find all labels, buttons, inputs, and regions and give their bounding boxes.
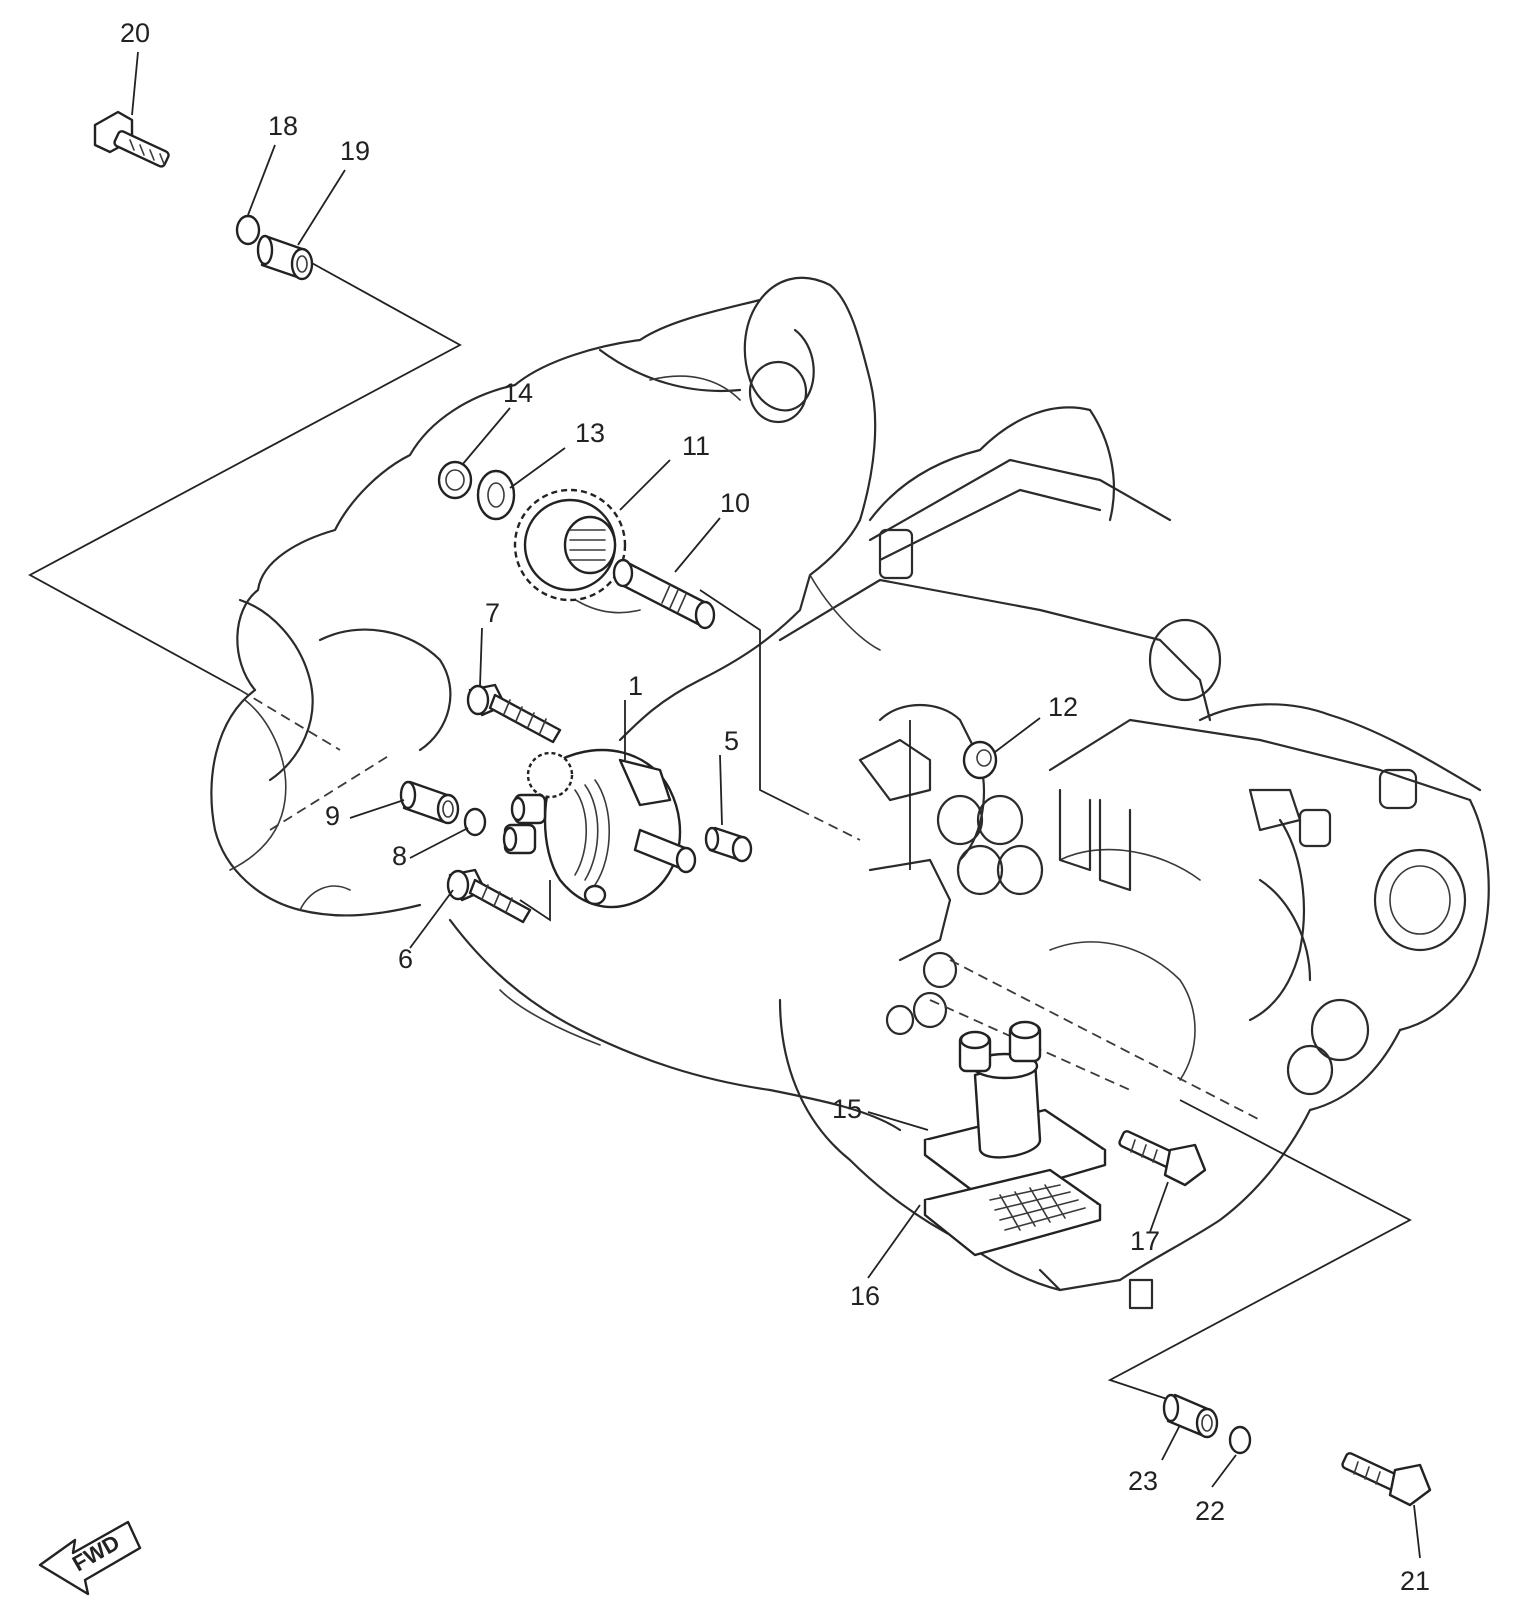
- callout-labels: 20 18 19 14 13 11 10 7 1 5 12 9 8 6 15 1…: [120, 18, 1430, 1596]
- part-23-collar: [1162, 1393, 1219, 1439]
- part-9-collar: [399, 780, 460, 825]
- part-19-collar: [256, 234, 314, 281]
- part-15-strainer-pipe: [923, 1020, 1107, 1202]
- callout-20: 20: [120, 18, 150, 48]
- crankcase-right-outline: [778, 406, 1490, 1310]
- part-6-bolt: [446, 868, 532, 924]
- callout-11: 11: [682, 431, 710, 461]
- part-11-gear: [513, 488, 627, 602]
- callout-leaders: [131, 51, 1421, 1559]
- part-14-circlip: [437, 460, 473, 500]
- callout-19: 19: [340, 136, 370, 166]
- callout-16: 16: [850, 1281, 880, 1311]
- callout-21: 21: [1400, 1566, 1430, 1596]
- callout-17: 17: [1130, 1226, 1160, 1256]
- forward-arrow-icon: FWD: [38, 1520, 142, 1596]
- callout-10: 10: [720, 488, 750, 518]
- callout-18: 18: [268, 111, 298, 141]
- part-20-flange-bolt: [93, 110, 170, 168]
- callout-7: 7: [485, 598, 500, 628]
- part-17-flange-bolt: [1118, 1130, 1207, 1187]
- part-1-oil-pump: [502, 748, 697, 909]
- crankcase-left-outline: [210, 276, 902, 1132]
- part-13-washer: [476, 469, 516, 521]
- callout-13: 13: [575, 418, 605, 448]
- part-7-bolt: [466, 683, 562, 744]
- part-22-o-ring: [1228, 1425, 1252, 1455]
- callout-14: 14: [503, 378, 533, 408]
- assembly-lines: [28, 261, 1412, 1401]
- part-10-shaft: [612, 558, 716, 630]
- callout-5: 5: [724, 726, 739, 756]
- callout-1: 1: [628, 671, 643, 701]
- part-5-dowel: [704, 826, 753, 863]
- callout-23: 23: [1128, 1466, 1158, 1496]
- part-8-o-ring: [463, 807, 487, 837]
- callout-12: 12: [1048, 692, 1078, 722]
- part-12-clip: [962, 740, 998, 780]
- part-21-flange-bolt: [1341, 1452, 1432, 1507]
- callout-22: 22: [1195, 1496, 1225, 1526]
- callout-15: 15: [832, 1094, 862, 1124]
- part-18-o-ring: [235, 214, 261, 246]
- callout-8: 8: [392, 841, 407, 871]
- callout-6: 6: [398, 944, 413, 974]
- part-16-screen: [923, 1168, 1102, 1257]
- callout-9: 9: [325, 801, 340, 831]
